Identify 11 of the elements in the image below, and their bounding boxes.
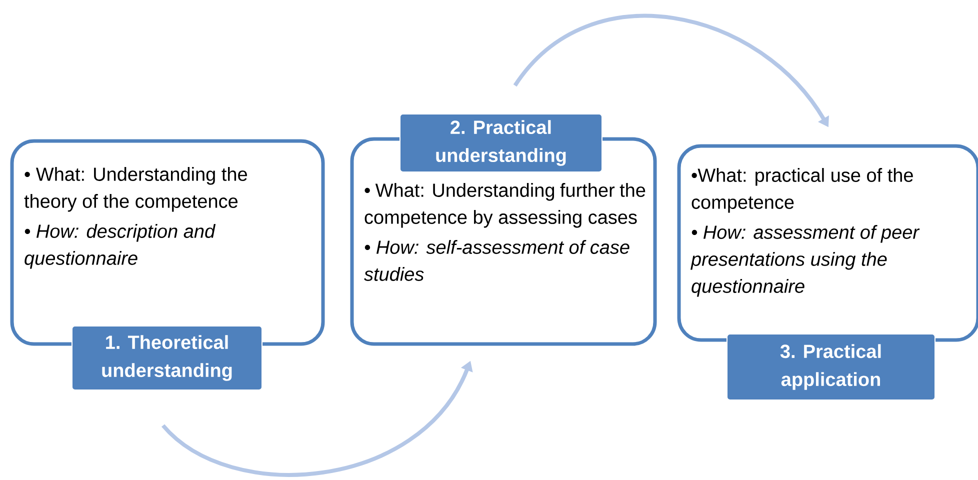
rounded-box <box>350 137 657 346</box>
bullet-item: •What: practical use of the competence <box>692 168 913 213</box>
bullet-item: • How: description and questionnaire <box>24 224 216 269</box>
label-tab: 2. Practical understanding <box>400 114 602 172</box>
bullet-item: • How: assessment of peer presentations using the questionnaire <box>690 225 920 297</box>
bullet-item: • What: Understanding further the competence by assessing cases <box>364 183 646 228</box>
bullet-item: • What: Understanding the theory of the competence <box>24 167 247 212</box>
label-tab: 3. Practical application <box>726 334 936 400</box>
rounded-box <box>677 144 978 342</box>
bullet-item: • How: self-assessment of case studies <box>364 240 630 281</box>
label-tab: 1. Theoretical understanding <box>72 326 262 390</box>
